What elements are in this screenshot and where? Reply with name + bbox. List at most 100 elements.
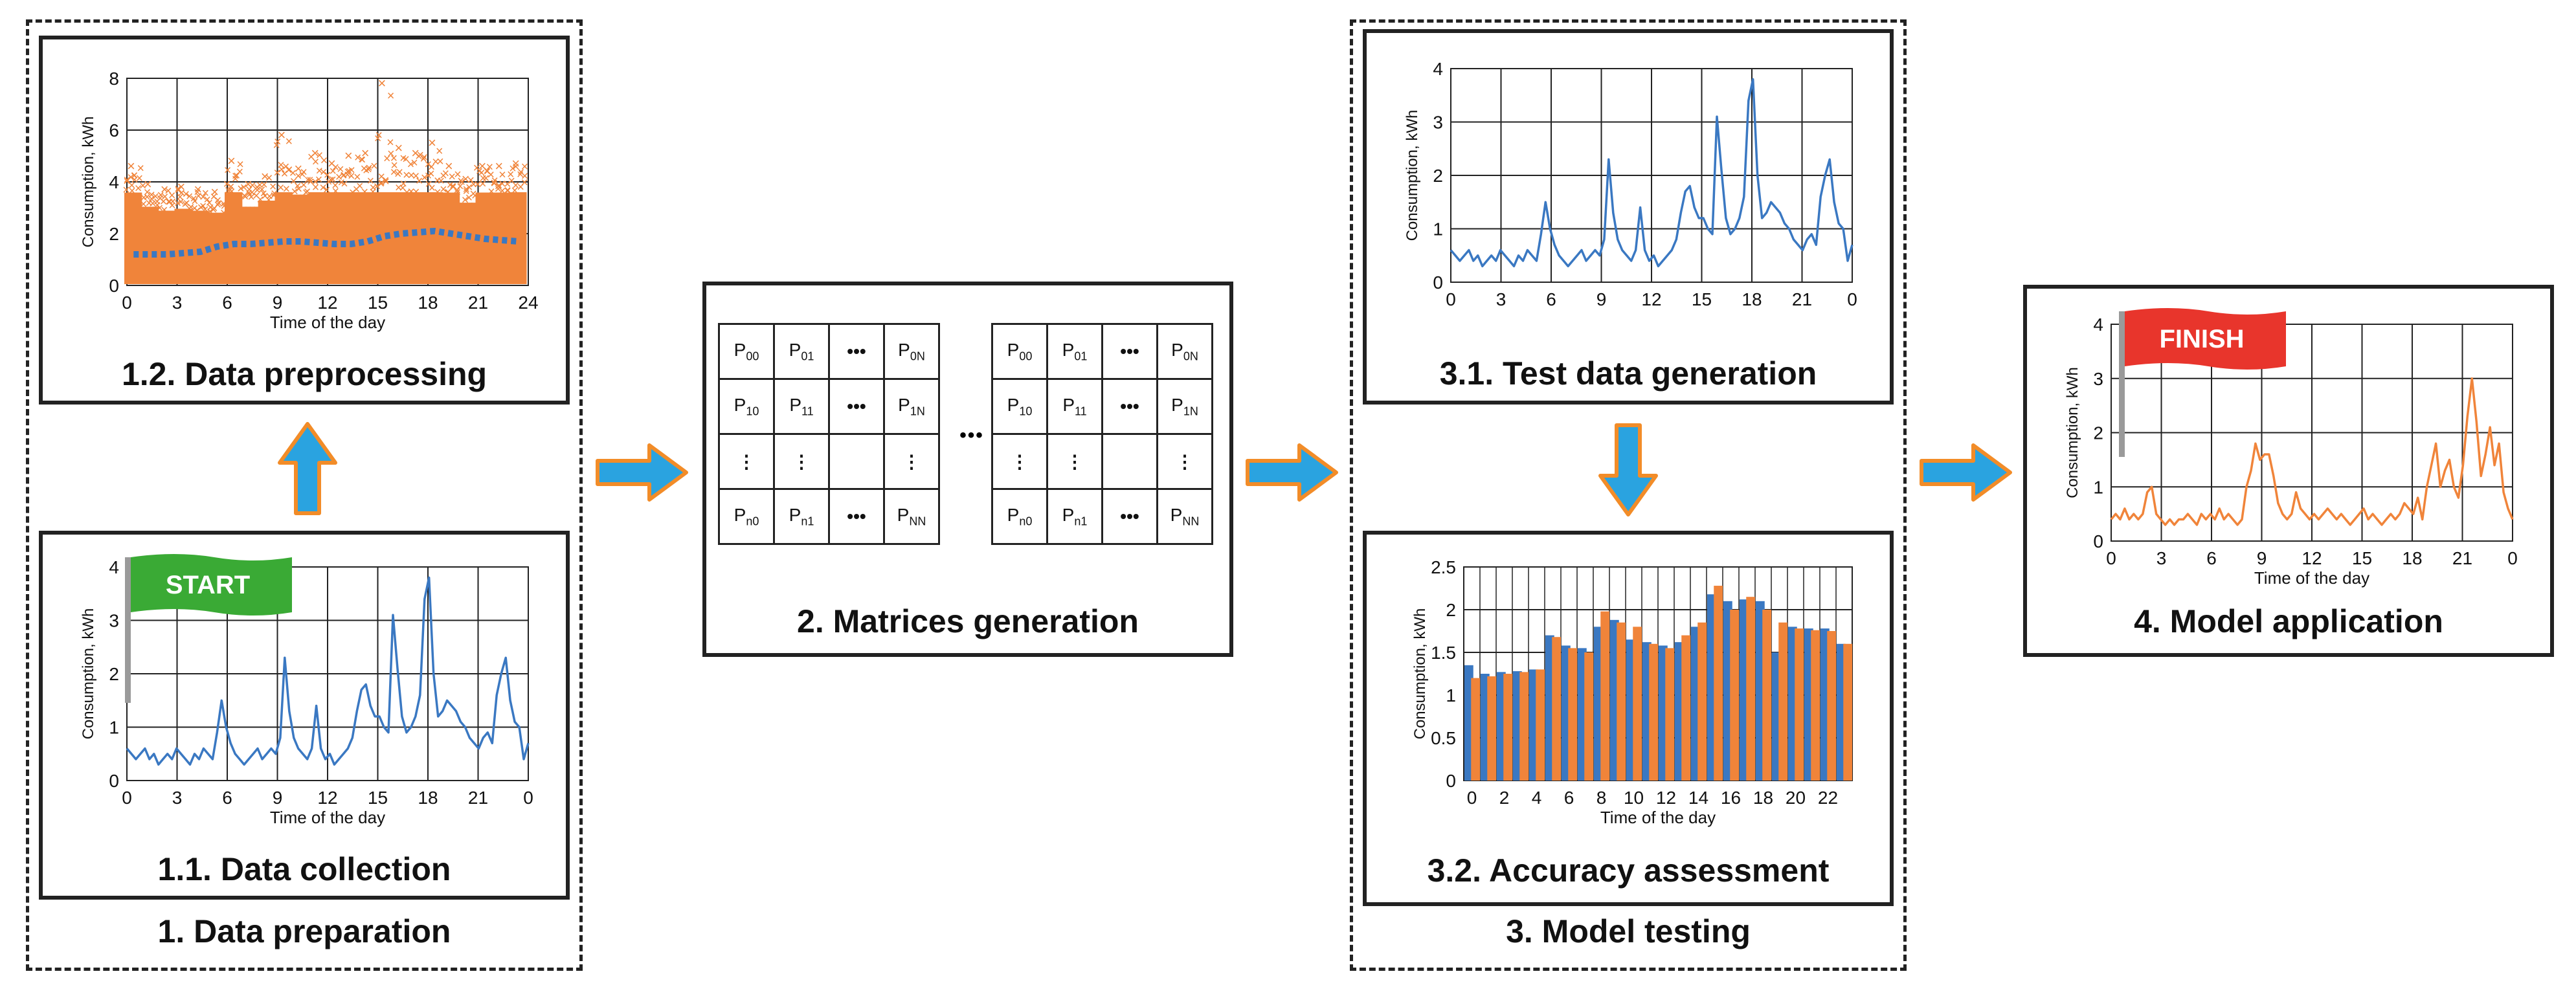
y-tick-label: 8 [109, 69, 119, 89]
scatter-point: × [135, 172, 143, 186]
scatter-point: × [442, 166, 449, 181]
scatter-point: × [185, 202, 193, 216]
series-line [126, 576, 530, 766]
scatter-point: × [337, 162, 344, 177]
scatter-point: × [261, 190, 269, 204]
x-tick-label: 0 [1467, 788, 1477, 808]
scatter-max-point: × [294, 161, 302, 177]
y-tick-label: 0 [109, 276, 119, 296]
scatter-point: × [151, 190, 159, 204]
scatter-point: × [139, 179, 147, 194]
scatter-point: × [253, 181, 261, 195]
scatter-point: × [331, 179, 339, 193]
scatter-max-point: × [210, 184, 219, 200]
scatter-point: × [382, 175, 390, 189]
x-tick-label: 24 [518, 293, 538, 313]
scatter-point: × [427, 167, 435, 181]
scatter-point: × [395, 181, 403, 195]
scatter-point: × [177, 195, 185, 210]
x-axis-label: Time of the day [1600, 808, 1716, 827]
bar [1811, 630, 1820, 781]
scatter-max-point: × [344, 148, 353, 164]
scatter-point: × [412, 185, 420, 199]
scatter-point: × [465, 181, 473, 195]
scatter-point: × [174, 182, 182, 196]
scatter-point: × [190, 192, 197, 206]
scatter-point: × [214, 194, 222, 208]
scatter-max-point: × [445, 158, 453, 174]
scatter-point: × [306, 173, 314, 188]
scatter-point: × [168, 188, 176, 203]
scatter-point: × [302, 186, 310, 200]
finish-flag-text: FINISH [2159, 325, 2244, 353]
scatter-point: × [304, 184, 311, 199]
matrix-cell: ⋮ [773, 433, 830, 490]
bar [1649, 643, 1658, 781]
scatter-point: × [337, 176, 345, 190]
x-tick-label: 18 [1753, 788, 1773, 808]
y-tick-label: 3 [2093, 369, 2103, 389]
scatter-point: × [416, 148, 424, 162]
matrix-cell: ••• [1101, 323, 1158, 380]
y-tick-label: 1 [109, 718, 119, 738]
scatter-point: × [386, 136, 394, 150]
scatter-point: × [498, 177, 506, 192]
scatter-point: × [348, 169, 355, 183]
scatter-point: × [215, 197, 223, 211]
scatter-max-point: × [495, 158, 503, 174]
x-tick-label: 10 [1624, 788, 1644, 808]
bar [1665, 648, 1674, 781]
scatter-point: × [375, 128, 383, 142]
scatter-point: × [370, 159, 378, 173]
scatter-point: × [281, 167, 289, 181]
scatter-point: × [199, 199, 207, 214]
scatter-point: × [122, 183, 130, 197]
scatter-point: × [194, 185, 201, 199]
scatter-point: × [237, 182, 245, 196]
x-tick-label: 15 [368, 788, 388, 808]
scatter-point: × [512, 160, 520, 174]
scatter-point: × [507, 168, 515, 182]
scatter-point: × [410, 156, 418, 170]
matrix-cell [828, 433, 885, 490]
y-tick-label: 2 [109, 664, 119, 684]
scatter-point: × [403, 168, 410, 183]
x-tick-label: 15 [1692, 289, 1712, 309]
scatter-point: × [345, 164, 353, 179]
scatter-point: × [233, 169, 241, 183]
bar [1827, 631, 1836, 781]
x-tick-label: 6 [222, 788, 232, 808]
matrix-cell: P1N [883, 378, 940, 435]
bar [1536, 669, 1545, 781]
scatter-point: × [378, 176, 386, 190]
scatter-point: × [434, 174, 442, 188]
y-axis-label: Consumption, kWh [1404, 110, 1421, 241]
scatter-point: × [487, 168, 495, 183]
y-tick-label: 2 [2093, 423, 2103, 443]
scatter-point: × [232, 170, 240, 184]
x-tick-label: 6 [1564, 788, 1574, 808]
bar [1778, 622, 1787, 781]
scatter-point: × [294, 179, 302, 194]
scatter-point: × [258, 183, 266, 197]
scatter-point: × [298, 168, 306, 182]
x-tick-label: 3 [172, 788, 183, 808]
scatter-point: × [285, 135, 293, 149]
scatter-max-point: × [394, 140, 403, 156]
scatter-point: × [220, 199, 228, 214]
scatter-point: × [504, 177, 511, 192]
scatter-point: × [128, 184, 136, 198]
scatter-point: × [144, 185, 151, 199]
scatter-point: × [420, 152, 427, 166]
x-tick-label: 16 [1721, 788, 1741, 808]
bar [1600, 611, 1609, 781]
x-axis-label: Time of the day [270, 808, 385, 827]
scatter-point: × [383, 152, 391, 166]
scatter-point: × [412, 169, 420, 183]
finish-flag-cloth [2125, 308, 2286, 370]
scatter-point: × [504, 184, 511, 198]
scatter-point: × [191, 201, 199, 216]
